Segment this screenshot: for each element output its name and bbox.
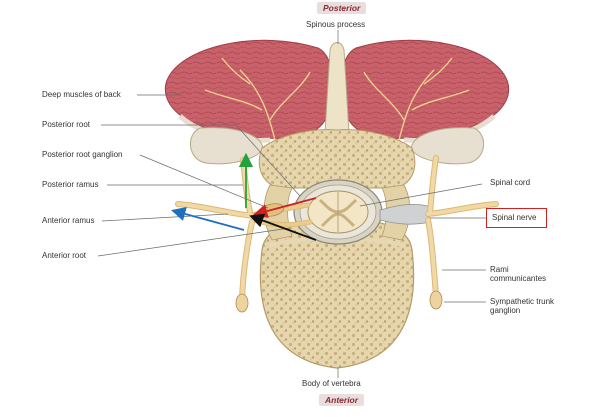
rami-line-2: communicantes	[490, 274, 547, 284]
sympathetic-line-2: ganglion	[490, 306, 521, 316]
rami-line-1: Rami	[490, 265, 509, 274]
label-spinous-process: Spinous process	[306, 20, 366, 29]
posterior-tag: Posterior	[317, 2, 367, 14]
label-anterior-root: Anterior root	[42, 251, 87, 260]
left-deep-muscle	[164, 39, 334, 139]
left-sympathetic-ganglion	[235, 293, 249, 313]
vertebral-arch	[258, 129, 416, 189]
anterior-tag: Anterior	[319, 394, 365, 406]
label-body-of-vertebra: Body of vertebra	[302, 379, 361, 388]
label-spinal-cord: Spinal cord	[490, 178, 531, 187]
posterior-root-arrow	[253, 197, 317, 219]
label-sympathetic-trunk-ganglion: Sympathetic trunk ganglion	[490, 297, 554, 315]
anterior-root-arrow	[249, 213, 317, 241]
right-sympathetic-ganglion	[429, 290, 443, 310]
anterior-ramus-arrow	[171, 206, 245, 231]
label-posterior-ramus: Posterior ramus	[42, 180, 99, 189]
label-deep-muscles: Deep muscles of back	[42, 90, 121, 99]
label-rami-communicantes: Rami communicantes	[490, 265, 546, 283]
label-spinal-nerve: Spinal nerve	[486, 208, 548, 229]
leader-lines	[97, 30, 486, 378]
sympathetic-line-1: Sympathetic trunk	[490, 297, 555, 306]
right-deep-muscle	[340, 39, 510, 139]
right-transverse-process	[411, 127, 484, 165]
label-anterior-ramus: Anterior ramus	[42, 216, 95, 225]
label-posterior-root-ganglion: Posterior root ganglion	[42, 150, 123, 159]
label-posterior-root: Posterior root	[42, 120, 91, 129]
